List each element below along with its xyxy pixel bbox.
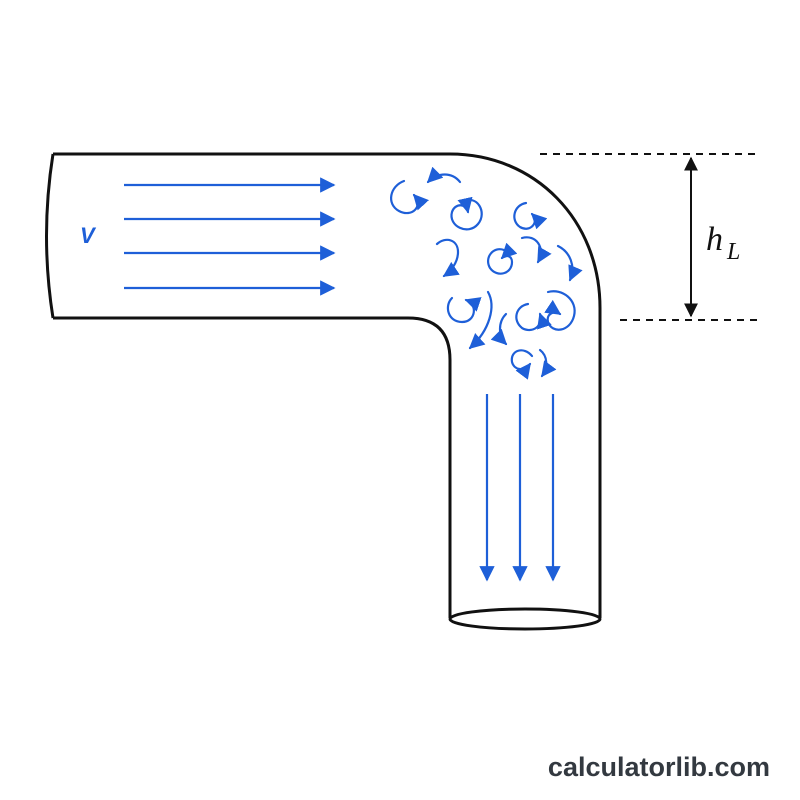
eddy-icon	[446, 296, 482, 324]
turbulence-eddies	[390, 166, 583, 380]
eddy-icon	[450, 196, 483, 231]
pipe-inner-wall	[53, 316, 452, 618]
eddy-icon	[390, 179, 430, 215]
eddy-icon	[490, 312, 508, 346]
eddy-icon	[556, 244, 583, 282]
eddy-icon	[520, 236, 552, 264]
head-loss-reference-lines	[540, 153, 760, 321]
eddy-icon	[426, 166, 462, 184]
inlet-flow-arrows	[124, 177, 336, 296]
eddy-icon	[513, 201, 548, 230]
watermark: calculatorlib.com	[547, 752, 770, 782]
eddy-icon	[544, 290, 576, 331]
pipe-inlet-end	[45, 153, 55, 319]
eddy-icon	[468, 290, 493, 350]
eddy-icon	[538, 348, 557, 378]
pipe-outer-wall	[53, 152, 602, 618]
head-loss-label: h L	[706, 221, 740, 265]
eddy-icon	[435, 238, 460, 278]
eddy-icon	[487, 242, 518, 275]
pipe-outlet-opening	[448, 607, 602, 631]
outlet-flow-arrows	[479, 394, 561, 582]
eddy-icon	[510, 349, 534, 380]
head-loss-subscript: L	[726, 239, 740, 265]
head-loss-symbol: h	[706, 221, 723, 258]
eddy-icon	[515, 302, 552, 332]
pipe-outline	[45, 152, 602, 618]
velocity-label: V	[80, 223, 97, 248]
